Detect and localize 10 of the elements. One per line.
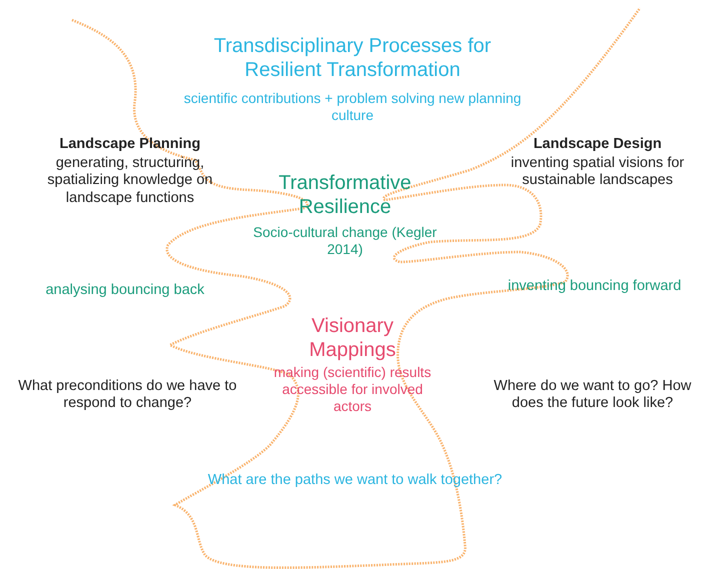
question-text: What preconditions do we have to respond to change? [17,378,238,413]
concept-description: Socio-cultural change (Kegler 2014) [252,224,438,258]
description-text: inventing spatial visions for sustainable landscapes [510,155,686,190]
subtitle-text: scientific contributions + problem solving new planning culture [182,90,522,124]
concept-heading: Transformative Resilience [278,171,412,219]
section-heading: Landscape Design [532,136,663,154]
question-text: Where do we want to go? How does the future look like? [492,378,692,413]
title-text: Transdisciplinary Processes for Resilient Transformation [212,34,492,82]
process-label: analysing bouncing back [44,282,206,300]
concept-heading: Visionary Mappings [308,314,397,362]
